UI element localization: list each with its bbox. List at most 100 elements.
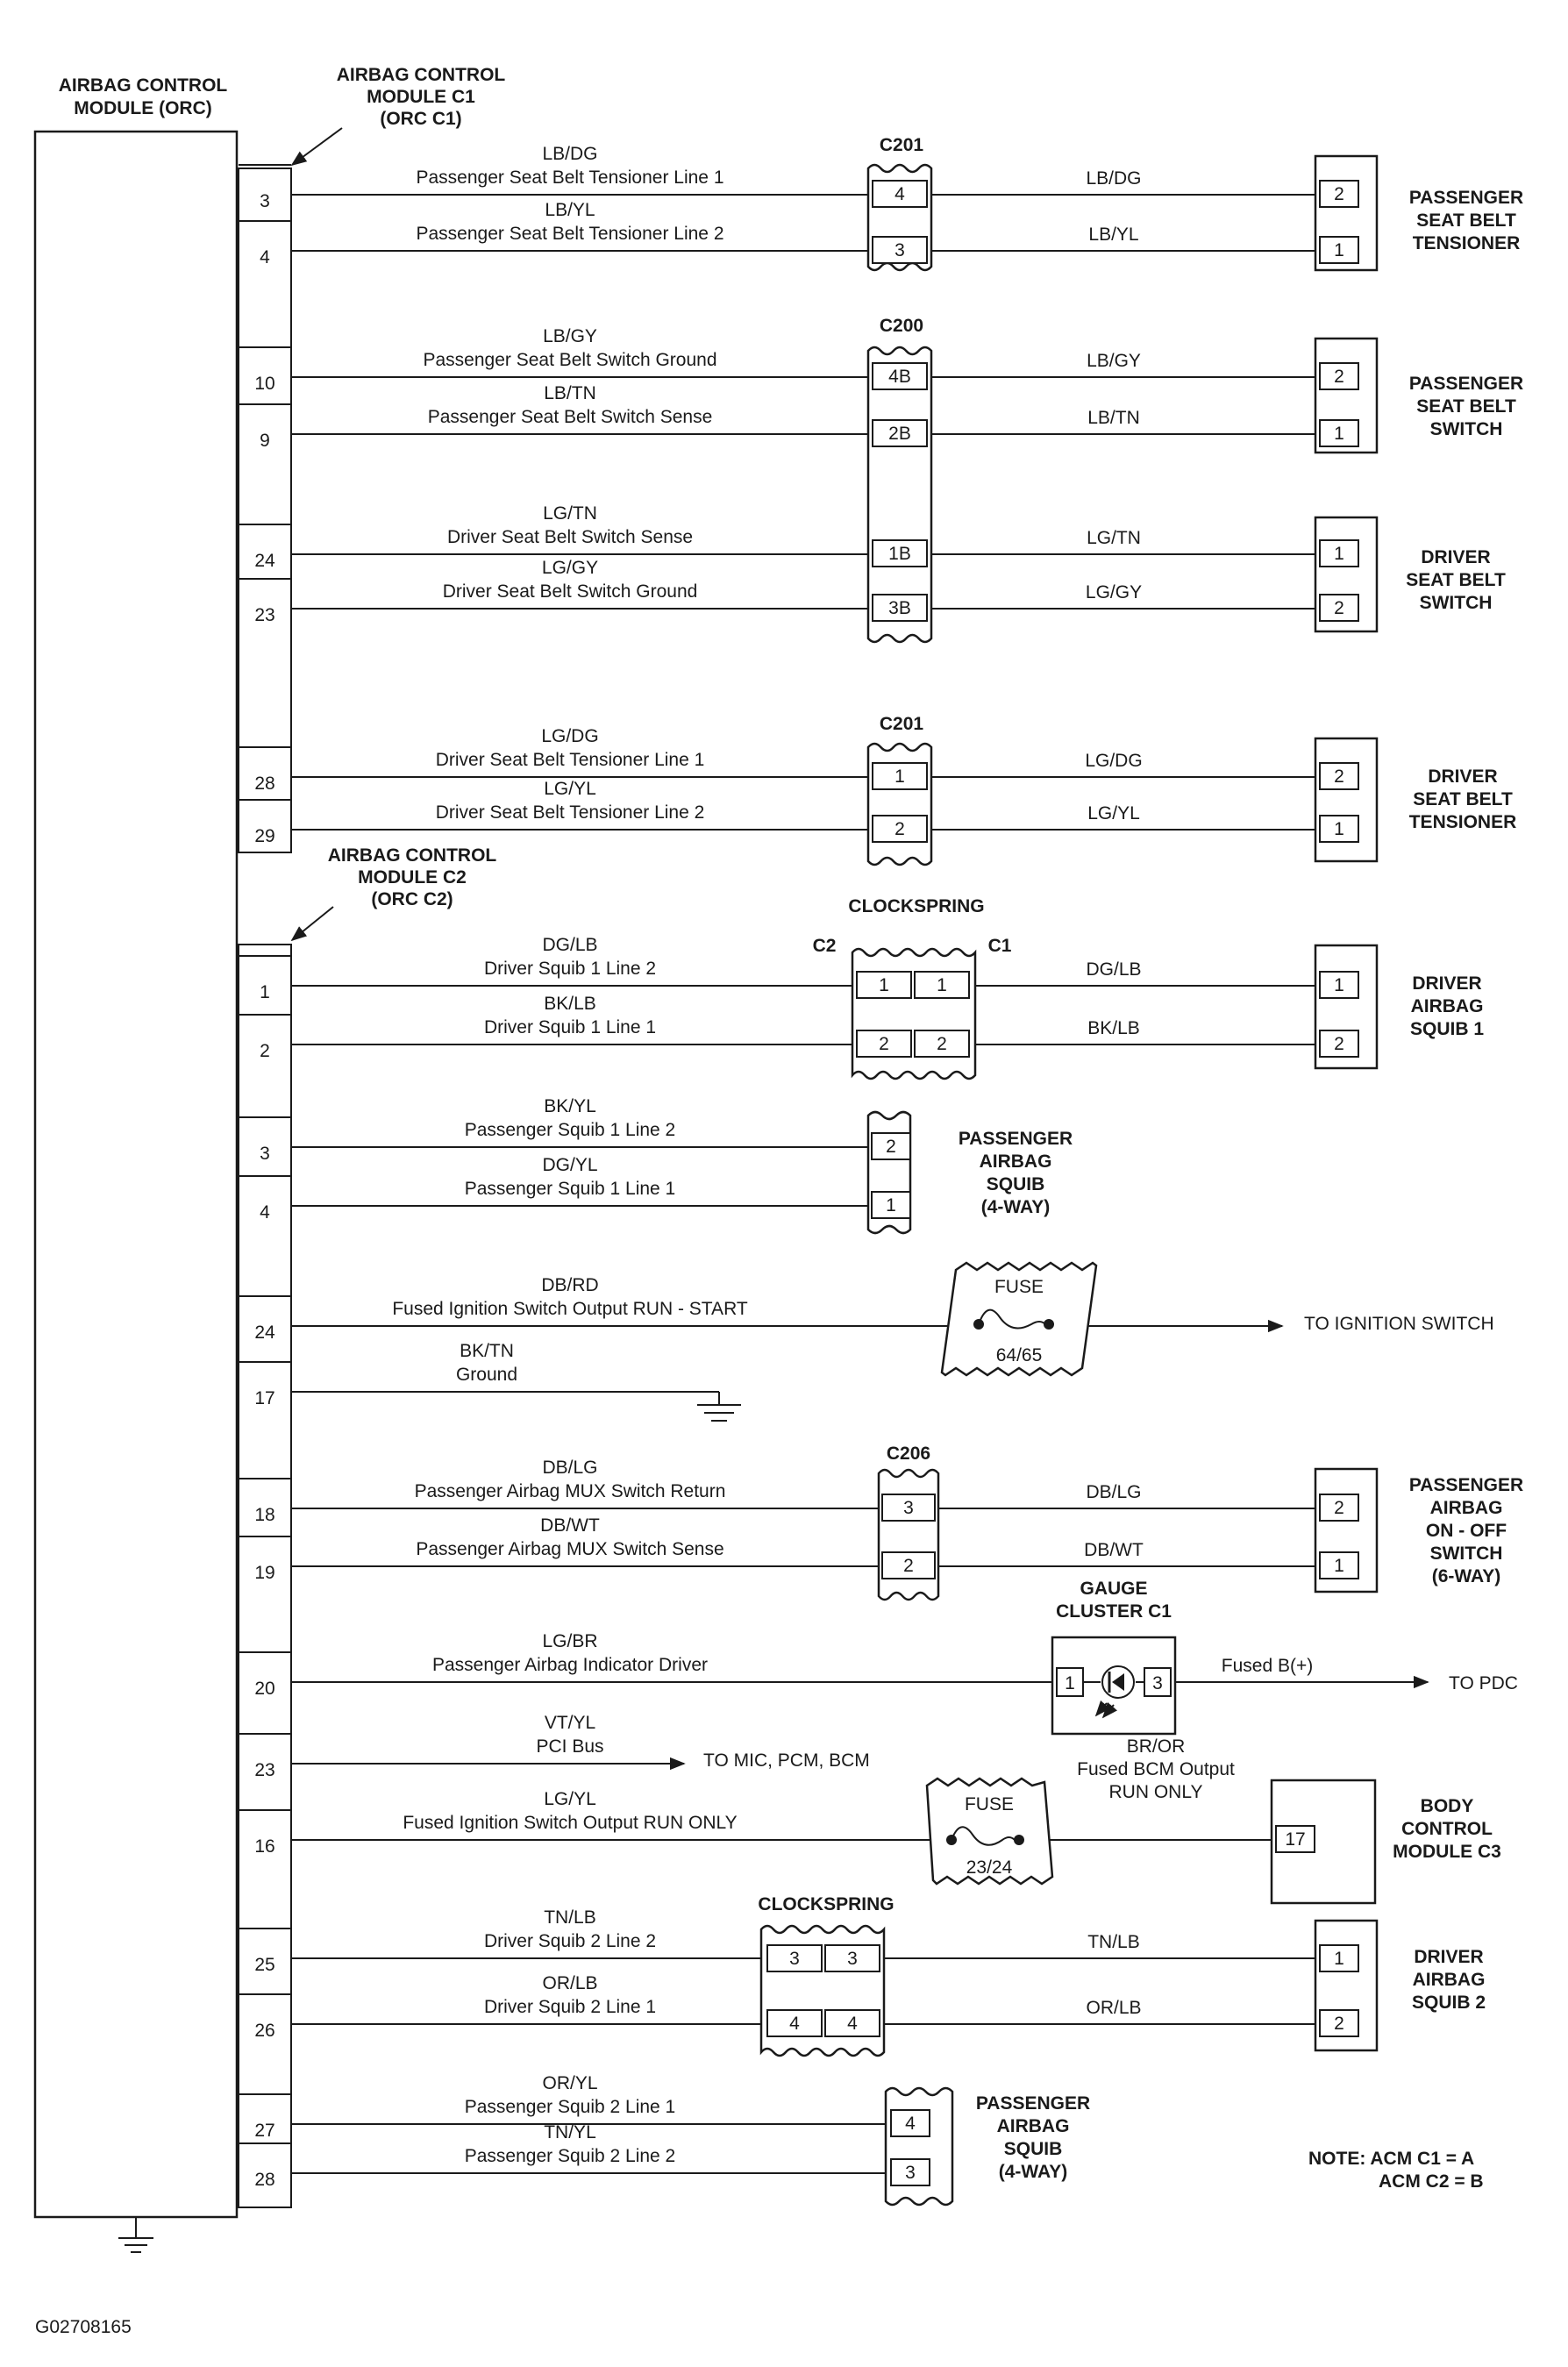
connector-pin: 4B: [888, 367, 911, 387]
circuit-description: Passenger Airbag Indicator Driver: [432, 1655, 708, 1675]
figure-id: G02708165: [35, 2317, 132, 2337]
component-pin-cell: [1319, 180, 1359, 208]
wire-color: DB/WT: [540, 1515, 600, 1536]
driver-seat-belt-tensioner-label: TENSIONER: [1409, 812, 1517, 832]
module-pin: 29: [254, 826, 274, 846]
fuse-64-65: [940, 1261, 1098, 1377]
passenger-seat-belt-switch-label: SWITCH: [1430, 419, 1503, 439]
connector-pin: 1B: [888, 544, 911, 564]
circuit-description: Fused Ignition Switch Output RUN - START: [392, 1299, 748, 1319]
passenger-airbag-squib-1-label: PASSENGER: [959, 1129, 1073, 1149]
connector-pin-cell: [766, 1944, 823, 1972]
far-wire-color: OR/LB: [1086, 1998, 1141, 2018]
module-pin: 23: [254, 1760, 274, 1780]
component-pin: 1: [1334, 544, 1344, 564]
driver-airbag-squib-2-label: DRIVER: [1414, 1947, 1483, 1967]
component-pin-cell: [1319, 539, 1359, 567]
module-pin: 24: [254, 551, 275, 571]
component-pin-cell: [871, 1132, 911, 1160]
driver-seat-belt-switch-label: SEAT BELT: [1406, 570, 1506, 590]
connector-pin-cell: [824, 2009, 880, 2037]
far-wire-color: LG/GY: [1086, 582, 1142, 602]
wire-color: OR/LB: [542, 1973, 597, 1993]
note-line-2: ACM C2 = B: [1379, 2171, 1484, 2192]
module-pin: 3: [260, 191, 270, 211]
connector-pin: 4: [847, 2014, 858, 2034]
c1-pointer: [290, 127, 343, 167]
to-mic-pcm-bcm: TO MIC, PCM, BCM: [703, 1750, 870, 1771]
fuse2-number: 23/24: [966, 1857, 1013, 1878]
driver-airbag-squib-1-label: DRIVER: [1412, 973, 1481, 994]
far-circuit-description-1: Fused BCM Output: [1077, 1759, 1235, 1779]
to-pdc: TO PDC: [1449, 1673, 1518, 1693]
component-pin-cell: [1319, 1030, 1359, 1058]
passenger-airbag-squib-2-label: SQUIB: [1004, 2139, 1063, 2159]
c2-label-2: MODULE C2: [358, 867, 467, 888]
clockspring-1-c2-label: C2: [813, 936, 837, 956]
module-pin: 3: [260, 1144, 270, 1164]
circuit-description: Driver Seat Belt Tensioner Line 2: [436, 802, 705, 823]
connector-pin-cell: [881, 1494, 936, 1522]
circuit-description: Passenger Squib 2 Line 1: [465, 2097, 676, 2117]
component-pin-cell: [1319, 419, 1359, 447]
far-wire-color: BR/OR: [1127, 1736, 1186, 1757]
wire-color: LG/BR: [542, 1631, 597, 1651]
connector-pin: 2: [879, 1034, 889, 1054]
connector-pin-cell: [881, 1551, 936, 1579]
circuit-description: Passenger Seat Belt Switch Ground: [423, 350, 716, 370]
driver-airbag-squib-2-label: AIRBAG: [1413, 1970, 1486, 1990]
circuit-description: Passenger Squib 2 Line 2: [465, 2146, 676, 2166]
driver-airbag-squib-2-label: SQUIB 2: [1412, 1993, 1486, 2013]
component-pin-cell: [890, 2109, 930, 2137]
fuse-23-24: [925, 1777, 1054, 1886]
gauge-label-1: GAUGE: [1080, 1579, 1147, 1599]
driver-airbag-squib-1-label: AIRBAG: [1411, 996, 1484, 1016]
passenger-airbag-squib-1-label: (4-WAY): [981, 1197, 1051, 1217]
gauge-label-2: CLUSTER C1: [1056, 1601, 1172, 1622]
component-pin: 1: [1334, 1556, 1344, 1576]
connector-pin-cell: [872, 419, 928, 447]
passenger-seat-belt-tensioner-label: PASSENGER: [1409, 188, 1523, 208]
clockspring-1-label: CLOCKSPRING: [848, 896, 984, 916]
driver-seat-belt-switch-label: SWITCH: [1420, 593, 1493, 613]
connector-pin: 1: [879, 975, 889, 995]
component-pin-cell: [1319, 1494, 1359, 1522]
circuit-description: Passenger Seat Belt Tensioner Line 2: [416, 224, 723, 244]
wire-color: LG/DG: [541, 726, 598, 746]
module-pin: 10: [254, 374, 274, 394]
c2-label-1: AIRBAG CONTROL: [328, 845, 497, 866]
module-pin: 27: [254, 2121, 274, 2141]
connector-pin: 4: [894, 184, 905, 204]
circuit-description: Passenger Airbag MUX Switch Return: [415, 1481, 726, 1501]
connector-c206-label: C206: [887, 1444, 930, 1464]
far-wire-color: BK/LB: [1087, 1018, 1140, 1038]
far-circuit-description-2: RUN ONLY: [1109, 1782, 1203, 1802]
passenger-seat-belt-tensioner-label: SEAT BELT: [1416, 210, 1516, 231]
driver-seat-belt-tensioner-label: DRIVER: [1428, 766, 1497, 787]
c1-label-2: MODULE C1: [367, 87, 475, 107]
component-pin: 2: [886, 1137, 896, 1157]
wire-color: LB/DG: [542, 144, 597, 164]
connector-pin-cell: [872, 180, 928, 208]
clockspring-1-c1-label: C1: [988, 936, 1012, 956]
connector-pin: 1: [894, 766, 905, 787]
far-wire-color: Fused B(+): [1222, 1656, 1313, 1676]
note-line-1: NOTE: ACM C1 = A: [1308, 2149, 1474, 2169]
c2-label-3: (ORC C2): [371, 889, 453, 909]
